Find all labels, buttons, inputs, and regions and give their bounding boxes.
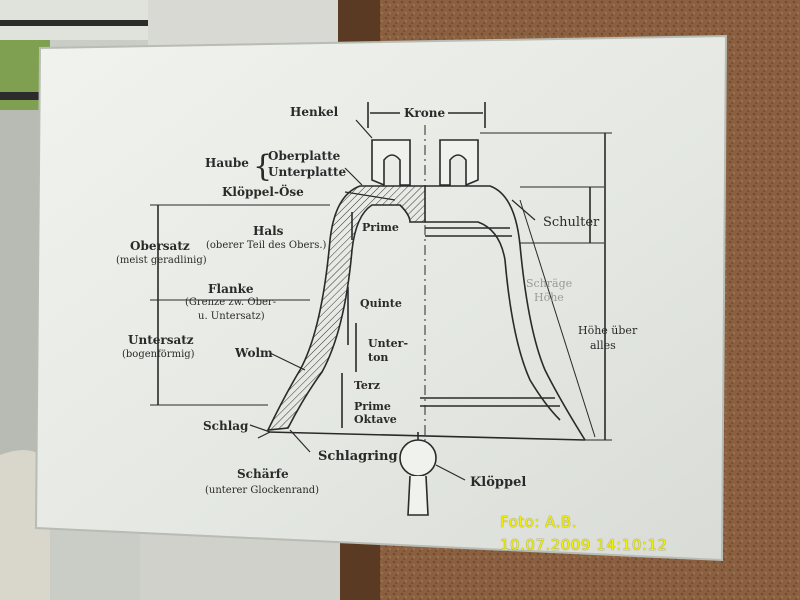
label-schulter: Schulter xyxy=(543,215,600,230)
label-schaerfe-sub: (unterer Glockenrand) xyxy=(205,485,320,496)
photo-credit-stamp: Foto: A.B. xyxy=(500,513,577,531)
label-schaerfe: Schärfe xyxy=(237,467,289,481)
label-hals: Hals xyxy=(253,224,284,238)
label-kloeppel-oese: Klöppel-Öse xyxy=(222,185,304,199)
label-henkel: Henkel xyxy=(290,105,339,119)
label-obersatz: Obersatz xyxy=(130,239,190,253)
label-hals-sub: (oberer Teil des Obers.) xyxy=(206,240,327,251)
label-wolm: Wolm xyxy=(235,346,273,360)
label-terz: Terz xyxy=(354,379,380,392)
label-haube: Haube xyxy=(205,156,249,170)
label-schraege-1: Schräge xyxy=(526,277,573,290)
label-obersatz-sub: (meist geradlinig) xyxy=(116,255,207,266)
label-schlagring: Schlagring xyxy=(318,449,398,464)
label-untersatz-sub: (bogenförmig) xyxy=(122,349,195,360)
photo-datetime-stamp: 10.07.2009 14:10:12 xyxy=(500,536,668,554)
label-flanke: Flanke xyxy=(208,282,254,296)
svg-text:{: { xyxy=(253,149,272,184)
label-flanke-sub1: (Grenze zw. Ober- xyxy=(185,297,277,308)
label-unterton-1: Unter- xyxy=(368,337,409,350)
label-prime: Prime xyxy=(362,221,399,234)
label-untersatz: Untersatz xyxy=(128,333,194,347)
label-hoehe-2: alles xyxy=(590,339,616,352)
label-hoehe-1: Höhe über xyxy=(578,324,638,337)
label-flanke-sub2: u. Untersatz) xyxy=(198,311,265,322)
label-prime-oktave-2: Oktave xyxy=(354,413,397,426)
label-oberplatte: Oberplatte xyxy=(268,149,341,163)
label-unterton-2: ton xyxy=(368,351,389,364)
label-prime-oktave-1: Prime xyxy=(354,400,391,413)
sign-board xyxy=(34,34,728,562)
label-unterplatte: Unterplatte xyxy=(268,165,347,179)
label-schraege-2: Höhe xyxy=(534,291,564,304)
label-kloeppel: Klöppel xyxy=(470,475,527,490)
label-krone: Krone xyxy=(404,106,446,120)
label-schlag: Schlag xyxy=(203,419,249,433)
label-quinte: Quinte xyxy=(360,297,402,310)
